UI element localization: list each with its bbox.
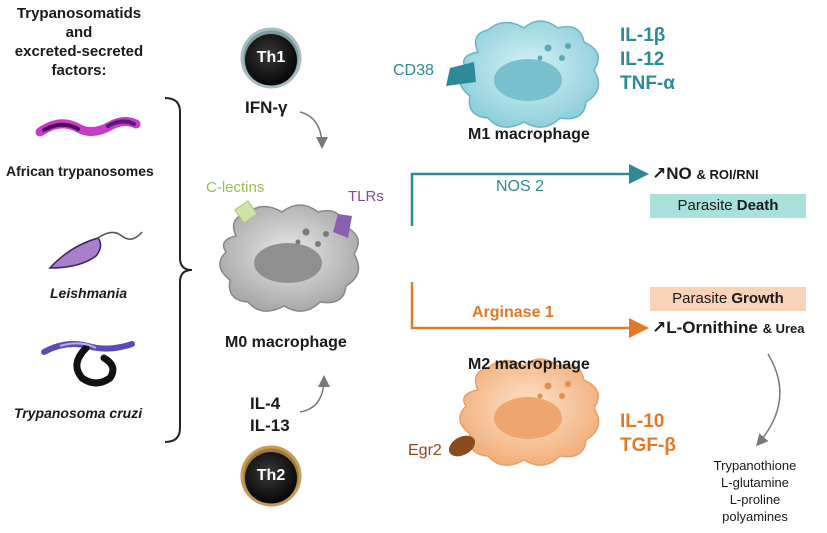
heading-line-1: Trypanosomatids — [16, 5, 142, 22]
arginase-1-label: Arginase 1 — [472, 304, 554, 321]
no-product-main: ↗NO — [652, 164, 692, 183]
egr2-receptor — [448, 435, 476, 457]
c-lectins-label: C-lectins — [206, 179, 265, 196]
l-ornithine-downstream-arrow — [756, 353, 781, 447]
no-product-rest: & ROI/RNI — [696, 167, 759, 182]
l-ornithine-product-rest: & Urea — [762, 321, 805, 336]
parasite-panel-heading: Trypanosomatids and excreted-secreted fa… — [2, 4, 156, 80]
no-product-label: ↗NO & ROI/RNI — [652, 164, 759, 184]
ifn-gamma-arrow — [299, 111, 328, 149]
th2-label: Th2 — [256, 467, 286, 484]
m1-macrophage-title: M1 macrophage — [468, 126, 590, 143]
trypanosoma-cruzi-icon — [41, 341, 135, 387]
heading-line-4: factors: — [51, 62, 107, 79]
leishmania-icon — [48, 231, 143, 269]
l-proline-label: L-proline — [729, 492, 781, 507]
nos2-pathway-arrow — [410, 164, 649, 226]
m0-macrophage-cell — [219, 200, 360, 312]
m2-cytokine-list: IL-10 TGF-β — [620, 410, 676, 458]
th1-cell — [240, 27, 302, 89]
parasite-growth-box: Parasite Growth — [650, 287, 806, 311]
cd38-label: CD38 — [393, 62, 434, 79]
heading-line-3: excreted-secreted — [14, 43, 144, 60]
heading-line-2: and — [65, 24, 93, 41]
tlr-receptor — [333, 214, 352, 238]
parasite-death-box: Parasite Death — [650, 194, 806, 218]
m1-cytokine-list: IL-1β IL-12 TNF-α — [620, 24, 675, 96]
il-1-beta-label: IL-1β — [620, 25, 666, 46]
th2-cell — [240, 445, 302, 507]
m2-macrophage-cell — [448, 358, 600, 466]
tlrs-label: TLRs — [348, 188, 384, 205]
il-4-label: IL-4 — [250, 394, 281, 413]
ifn-gamma-label: IFN-γ — [245, 98, 288, 117]
parasite-brace — [164, 97, 193, 443]
tnf-alpha-label: TNF-α — [620, 73, 675, 94]
il4-il13-arrow — [299, 375, 330, 413]
parasite-death-strong: Death — [736, 197, 779, 214]
l-ornithine-product-main: ↗L-Ornithine — [652, 318, 758, 337]
l-glutamine-label: L-glutamine — [721, 475, 789, 490]
m0-macrophage-title: M0 macrophage — [225, 334, 347, 351]
c-lectin-receptor — [234, 200, 258, 224]
parasite-growth-prefix: Parasite — [672, 290, 732, 307]
l-ornithine-product-label: ↗L-Ornithine & Urea — [652, 318, 805, 338]
m1-macrophage-cell — [446, 20, 600, 128]
african-trypanosomes-label: African trypanosomes — [6, 163, 154, 179]
downstream-metabolites-list: Trypanothione L-glutamine L-proline poly… — [690, 457, 820, 525]
parasite-growth-strong: Growth — [731, 290, 784, 307]
polyamines-label: polyamines — [722, 509, 788, 524]
nos2-label: NOS 2 — [496, 178, 545, 195]
trypanosoma-cruzi-label: Trypanosoma cruzi — [14, 405, 143, 421]
il-12-label: IL-12 — [620, 49, 665, 70]
parasite-death-prefix: Parasite — [677, 197, 737, 214]
il-10-label: IL-10 — [620, 411, 665, 432]
trypanothione-label: Trypanothione — [713, 458, 797, 473]
tgf-beta-label: TGF-β — [620, 435, 676, 456]
african-trypanosome-icon — [35, 116, 141, 137]
cd38-receptor — [446, 62, 476, 86]
egr2-label: Egr2 — [408, 442, 442, 459]
m2-macrophage-title: M2 macrophage — [468, 356, 590, 373]
arginase1-pathway-arrow — [410, 282, 649, 338]
il-13-label: IL-13 — [250, 416, 290, 435]
th1-label: Th1 — [256, 49, 286, 66]
leishmania-label: Leishmania — [50, 285, 128, 301]
